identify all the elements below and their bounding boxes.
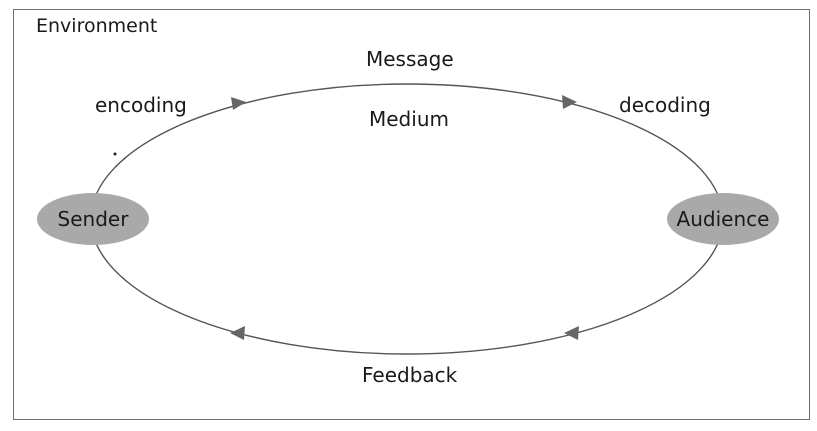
sender-node [37, 193, 149, 245]
environment-frame [13, 9, 810, 420]
decoding-label: decoding [619, 93, 711, 117]
feedback-label: Feedback [362, 363, 458, 387]
encoding-arrow [231, 97, 246, 110]
medium-label: Medium [369, 107, 449, 131]
audience-node-label: Audience [676, 207, 770, 231]
message-label: Message [366, 47, 454, 71]
decoding-arrow [562, 95, 577, 109]
audience-node [667, 193, 779, 245]
feedback-arrow-right [564, 326, 579, 340]
feedback-arrow-left [230, 326, 245, 340]
encoding-label: encoding [95, 93, 187, 117]
environment-label: Environment [36, 15, 158, 37]
sender-node-label: Sender [57, 207, 129, 231]
stray-dot [113, 152, 117, 156]
